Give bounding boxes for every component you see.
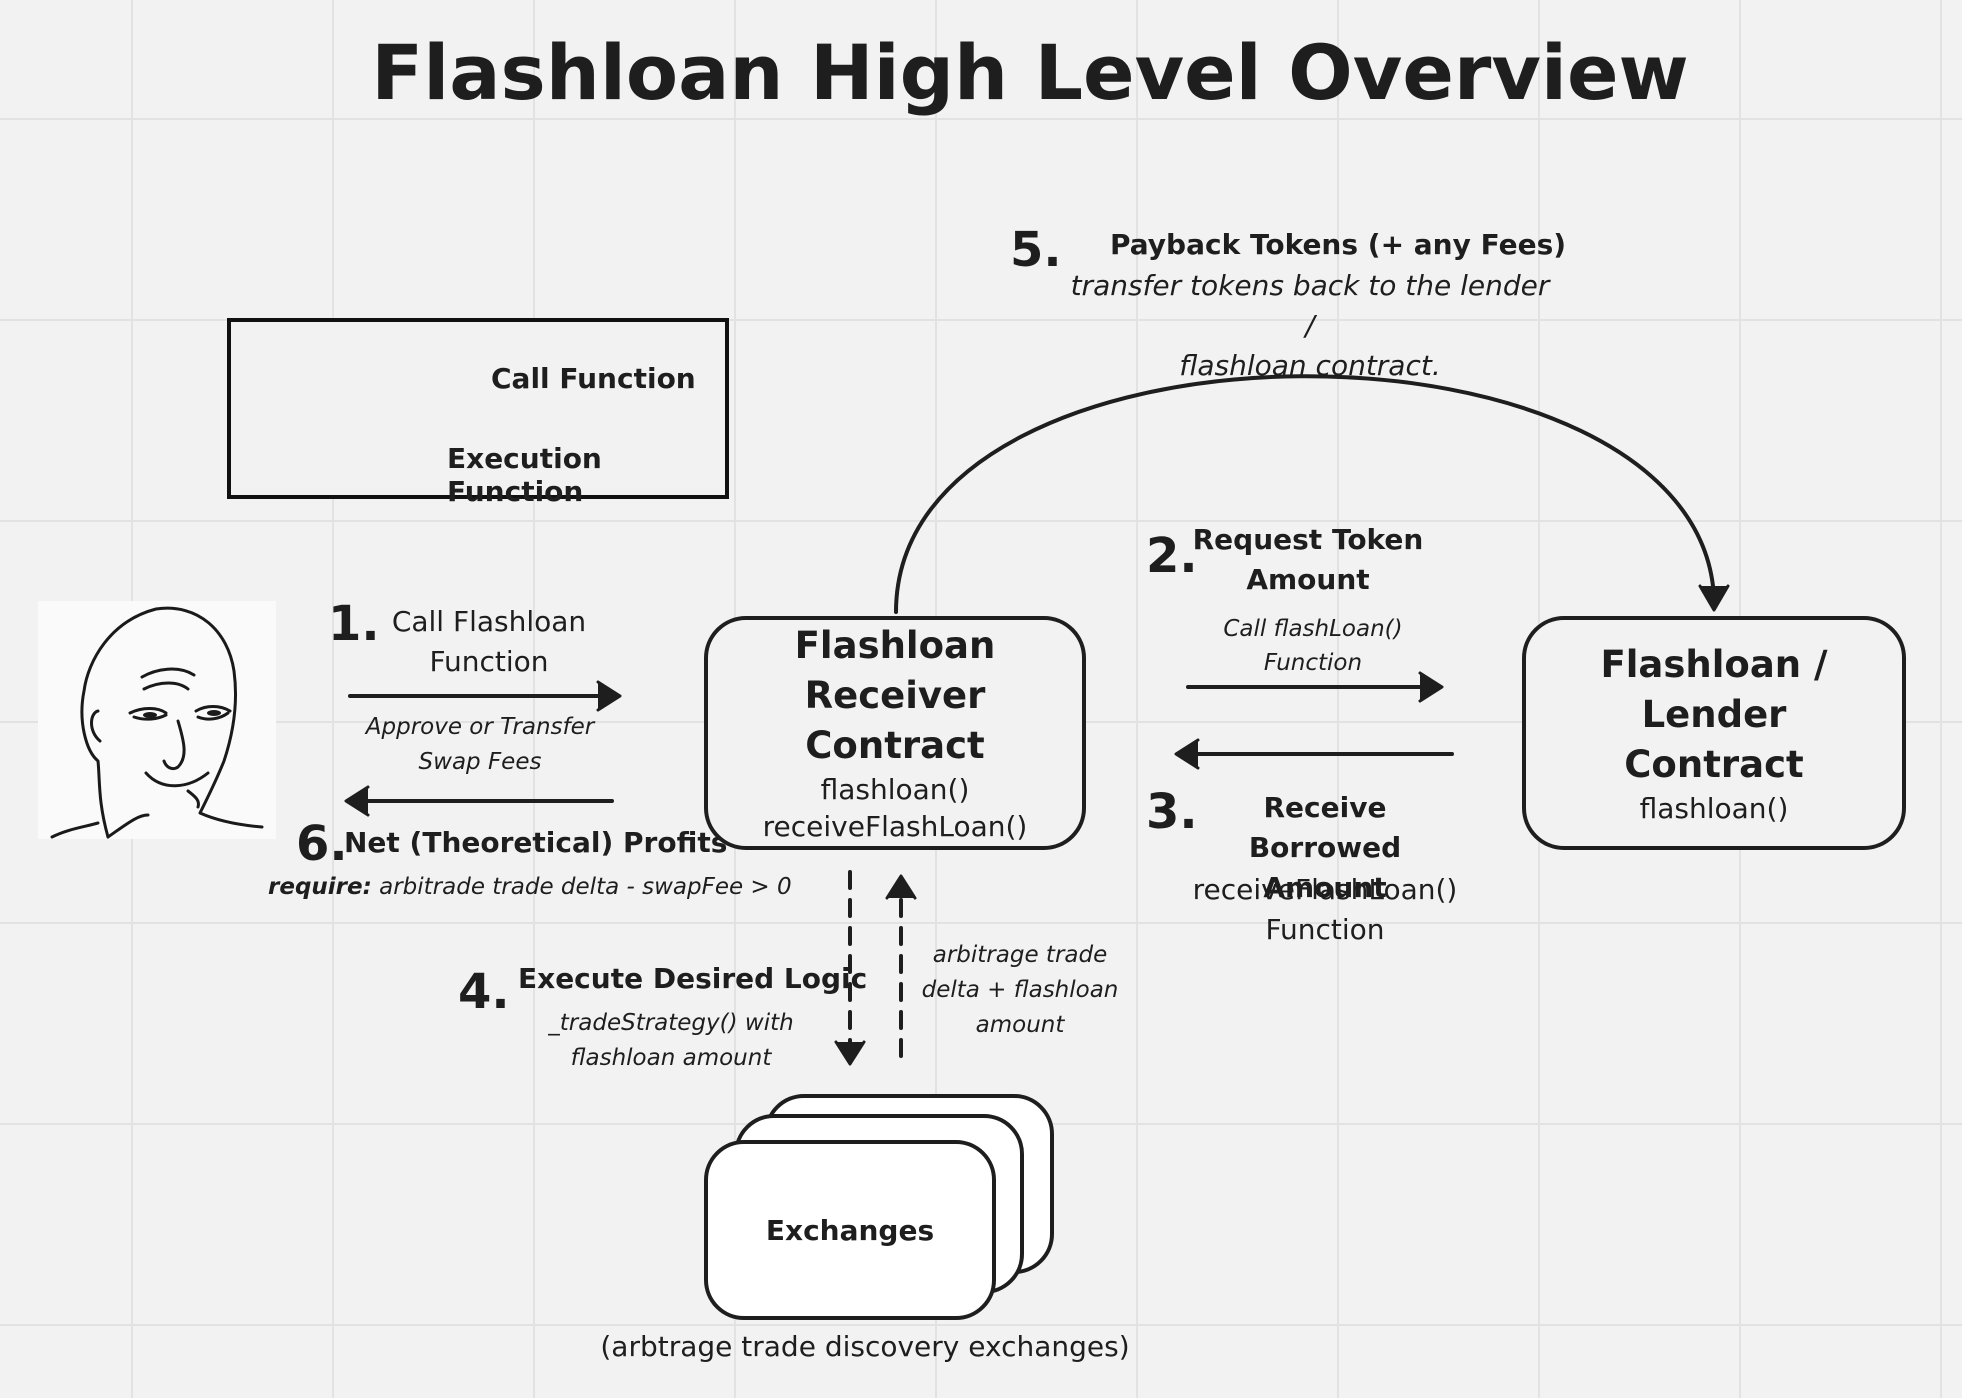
step-6-number: 6.: [296, 816, 348, 872]
step-2-title-line1: Request Token: [1192, 523, 1424, 556]
arrow-net-profits: [344, 785, 614, 817]
arrow-receive-borrowed: [1174, 738, 1454, 770]
step-6-requirement: require: arbitrade trade delta - swapFee…: [268, 874, 792, 900]
lender-title-line2: Contract: [1624, 742, 1804, 786]
legend-box: Call Function Execution Function: [227, 318, 729, 508]
arrow-arbitrage-return: [885, 874, 917, 1058]
step-4-title: Execute Desired Logic: [518, 962, 868, 995]
step-1-note: Approve or Transfer Swap Fees: [358, 710, 602, 780]
user-face-drawing: [50, 606, 264, 839]
diagram-title: Flashloan High Level Overview: [371, 28, 1689, 117]
step-1-title: Call Flashloan Function: [372, 602, 606, 682]
step-5-note-line1: transfer tokens back to the lender /: [1070, 269, 1550, 342]
step-5-title: Payback Tokens (+ any Fees): [1110, 228, 1567, 261]
step-4-note: _tradeStrategy() with flashloan amount: [534, 1006, 808, 1076]
step-3-sub: receiveFlashLoan() Function: [1190, 870, 1460, 950]
step-1-note-line2: Swap Fees: [418, 749, 542, 775]
step-4-number: 4.: [458, 964, 510, 1020]
step-3-sub-line1: receiveFlashLoan(): [1192, 873, 1458, 906]
step-4-note-line2: flashloan amount: [570, 1045, 772, 1071]
receiver-fn-flashloan: flashloan(): [820, 773, 970, 806]
arrow-request-token: [1186, 671, 1444, 703]
step-5-note-line2: flashloan contract.: [1179, 349, 1441, 382]
step-5-number: 5.: [1010, 222, 1062, 278]
legend-call-label: Call Function: [491, 362, 696, 395]
step-4-note-line1: _tradeStrategy() with: [548, 1010, 794, 1036]
step-3-title-line1: Receive Borrowed: [1248, 791, 1402, 864]
lender-title-line1: Flashloan / Lender: [1600, 642, 1828, 736]
step-2-note-line1: Call flashLoan(): [1223, 616, 1403, 642]
step-2-title: Request Token Amount: [1190, 520, 1426, 600]
lender-fn-flashloan: flashloan(): [1639, 791, 1789, 825]
receiver-title-line1: Flashloan Receiver: [794, 624, 996, 717]
step-6-title: Net (Theoretical) Profits: [344, 826, 728, 859]
step-2-note: Call flashLoan() Function: [1204, 612, 1422, 680]
step-4-return-line2: delta + flashloan: [921, 977, 1119, 1003]
step-4-return-note: arbitrage trade delta + flashloan amount: [916, 938, 1124, 1043]
arrow-execute-logic: [834, 870, 866, 1066]
step-2-number: 2.: [1146, 528, 1198, 584]
step-5-note: transfer tokens back to the lender / fla…: [1070, 266, 1550, 386]
arrow-call-flashloan: [348, 680, 622, 712]
flashloan-receiver-contract: Flashloan Receiver Contract flashloan() …: [704, 616, 1086, 850]
require-expression: arbitrade trade delta - swapFee > 0: [371, 874, 792, 900]
step-1-number: 1.: [328, 596, 380, 652]
step-3-title: Receive Borrowed Amount: [1190, 788, 1460, 908]
flashloan-lender-contract: Flashloan / Lender Contract flashloan(): [1522, 616, 1906, 850]
step-3-sub-line2: Function: [1265, 913, 1385, 946]
step-1-title-line1: Call Flashloan: [391, 605, 587, 638]
receiver-title-line2: Contract: [805, 724, 985, 767]
exchanges-card: Exchanges: [704, 1140, 996, 1320]
step-2-title-line2: Amount: [1246, 563, 1370, 596]
step-3-number: 3.: [1146, 784, 1198, 840]
step-3-title-line2: Amount: [1263, 871, 1387, 904]
step-4-return-line3: amount: [975, 1012, 1065, 1038]
step-1-note-line1: Approve or Transfer: [365, 714, 595, 740]
require-label: require:: [268, 874, 372, 900]
wojak-face-icon: [38, 601, 276, 839]
step-2-note-line2: Function: [1263, 650, 1363, 676]
step-4-return-line1: arbitrage trade: [932, 942, 1108, 968]
exchanges-caption: (arbtrage trade discovery exchanges): [600, 1330, 1130, 1363]
arrow-payback-tokens: [894, 374, 1730, 614]
receiver-fn-receive: receiveFlashLoan(): [762, 810, 1028, 843]
step-1-title-line2: Function: [429, 645, 549, 678]
legend-exec-label: Execution Function: [447, 442, 602, 508]
exchanges-label: Exchanges: [765, 1213, 935, 1247]
